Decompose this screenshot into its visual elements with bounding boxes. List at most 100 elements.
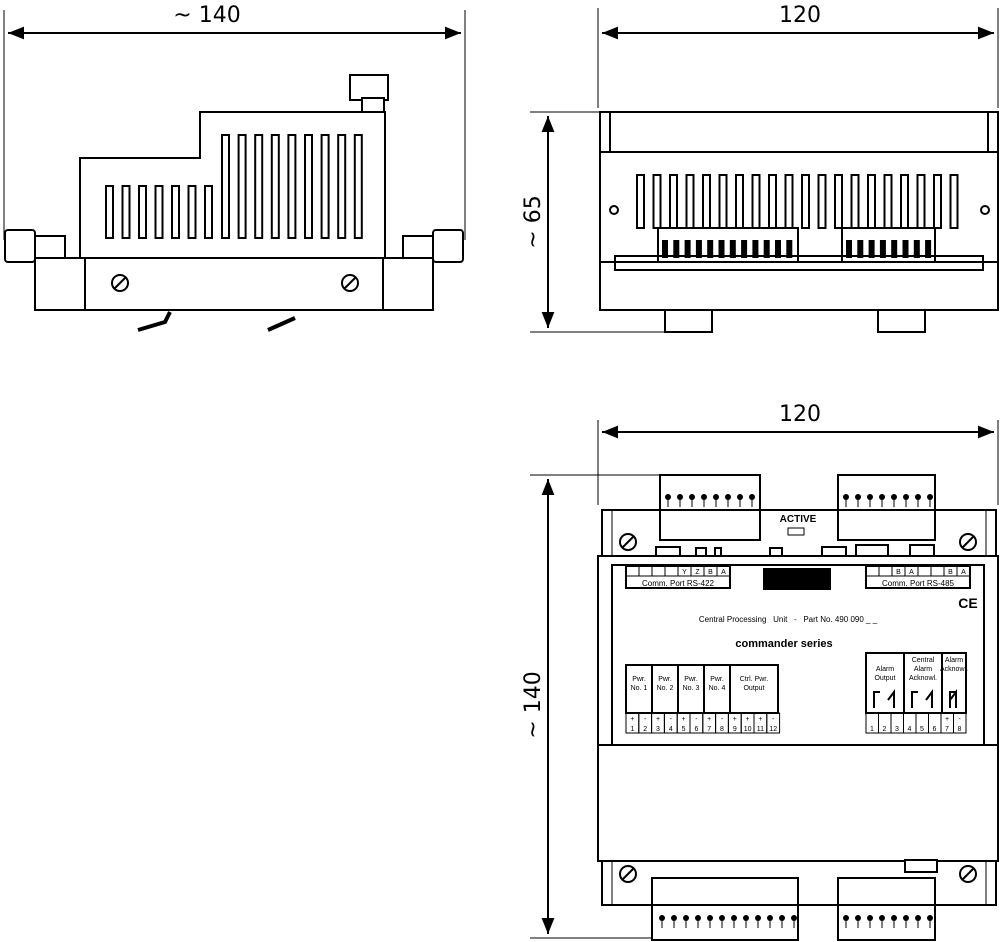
port-pin-label: A <box>909 569 914 576</box>
top-view: 120 ~ 65 <box>521 3 999 333</box>
vent-slot <box>801 174 810 229</box>
svg-text:+: + <box>656 716 660 723</box>
vent-slot <box>221 134 230 239</box>
svg-text:-: - <box>772 716 775 723</box>
alarm-terminal-section: AlarmOutputCentralAlarmAcknowl.AlarmAckn… <box>865 652 968 734</box>
svg-text:-: - <box>958 716 961 723</box>
vent-slot <box>237 134 247 239</box>
rs485-port-label: Comm. Port RS-485 <box>882 579 955 588</box>
terminal-number: 5 <box>682 726 686 733</box>
svg-text:+: + <box>758 716 762 723</box>
power-block-label: Ctrl. Pwr. <box>740 676 768 683</box>
port-pin-label: B <box>708 569 713 576</box>
ce-mark: CE <box>958 595 977 611</box>
vent-slot <box>254 134 264 239</box>
terminal-number: 8 <box>958 726 962 733</box>
screw-icon <box>619 533 637 551</box>
vent-slot <box>270 134 280 239</box>
vent-slot <box>949 174 959 229</box>
port-pin-label: B <box>948 569 953 576</box>
power-block-label: Pwr. <box>632 676 646 683</box>
terminal-block-top-left <box>659 474 761 541</box>
terminal-number: 3 <box>656 726 660 733</box>
housing <box>599 111 999 311</box>
terminal-number: 12 <box>769 726 777 733</box>
alarm-block-label: Alarm <box>945 657 963 664</box>
svg-text:+: + <box>945 716 949 723</box>
alarm-block-label: Central <box>912 657 935 664</box>
alarm-block-label: Output <box>874 675 895 682</box>
power-block-label: No. 1 <box>631 685 648 692</box>
vent-slot <box>353 134 363 239</box>
terminal-number: 6 <box>694 726 698 733</box>
vent-slot <box>933 174 942 229</box>
terminal-block-bottom-right <box>837 877 936 941</box>
svg-text:+: + <box>630 716 634 723</box>
terminal-number: 5 <box>920 726 924 733</box>
rs422-port-label: Comm. Port RS-422 <box>642 579 715 588</box>
terminal-block-bottom-left <box>651 877 799 941</box>
vent-slot <box>817 174 827 229</box>
brand-logo <box>763 568 831 590</box>
vent-slot <box>171 185 180 239</box>
alarm-block-label: Acknowl. <box>909 675 937 682</box>
vent-slot <box>636 174 645 229</box>
screw-icon <box>959 533 977 551</box>
foot <box>877 309 926 333</box>
terminal-number: 2 <box>643 726 647 733</box>
vent-slot <box>154 185 164 239</box>
svg-text:+: + <box>733 716 737 723</box>
screw-icon <box>341 274 359 292</box>
power-block-label: Pwr. <box>658 676 672 683</box>
terminal-number: 7 <box>707 726 711 733</box>
din-rail-hook <box>137 311 296 332</box>
terminal-number: 1 <box>630 726 634 733</box>
vent-slot <box>320 134 330 239</box>
power-block-label: No. 3 <box>683 685 700 692</box>
width-dimension-label: 120 <box>779 3 821 28</box>
power-block-label: No. 4 <box>709 685 726 692</box>
terminal-block-top-right <box>837 474 936 541</box>
screw-icon <box>619 865 637 883</box>
svg-text:-: - <box>695 716 698 723</box>
side-view: ~ 140 <box>3 3 466 332</box>
foot <box>664 309 713 333</box>
alarm-block-label: Acknowl. <box>940 666 968 673</box>
power-block-label: Output <box>743 685 764 692</box>
height-dimension-label: ~ 140 <box>521 671 546 738</box>
port-pin-label: A <box>961 569 966 576</box>
terminal-number: 8 <box>720 726 724 733</box>
svg-text:+: + <box>746 716 750 723</box>
screw-icon <box>111 274 129 292</box>
terminal-number: 1 <box>870 726 874 733</box>
front-panel <box>597 555 999 862</box>
terminal-number: 2 <box>883 726 887 733</box>
active-label: ACTIVE <box>780 514 817 525</box>
vent-slot <box>337 134 347 239</box>
width-dimension-label: ~ 140 <box>173 3 240 28</box>
terminal-number: 9 <box>733 726 737 733</box>
alarm-block-label: Alarm <box>914 666 932 673</box>
terminal-number: 7 <box>945 726 949 733</box>
vent-slot <box>287 134 297 239</box>
alarm-block-label: Alarm <box>876 666 894 673</box>
svg-text:+: + <box>707 716 711 723</box>
screw-icon <box>959 865 977 883</box>
port-pin-label: Z <box>695 569 700 576</box>
port-pin-label: B <box>896 569 901 576</box>
series-label: commander series <box>735 638 832 650</box>
unit-label: Central Processing Unit - Part No. 490 0… <box>699 615 878 624</box>
vent-slot <box>187 185 197 239</box>
terminal-number: 4 <box>669 726 673 733</box>
rail-clip-left <box>4 229 36 263</box>
vent-slot <box>121 185 131 239</box>
rail-clip-right <box>432 229 464 263</box>
power-block-label: Pwr. <box>684 676 698 683</box>
vent-slot <box>204 185 213 239</box>
svg-text:-: - <box>721 716 724 723</box>
terminal-number: 6 <box>933 726 937 733</box>
vent-slot <box>105 185 114 239</box>
terminal-number: 11 <box>757 726 764 733</box>
